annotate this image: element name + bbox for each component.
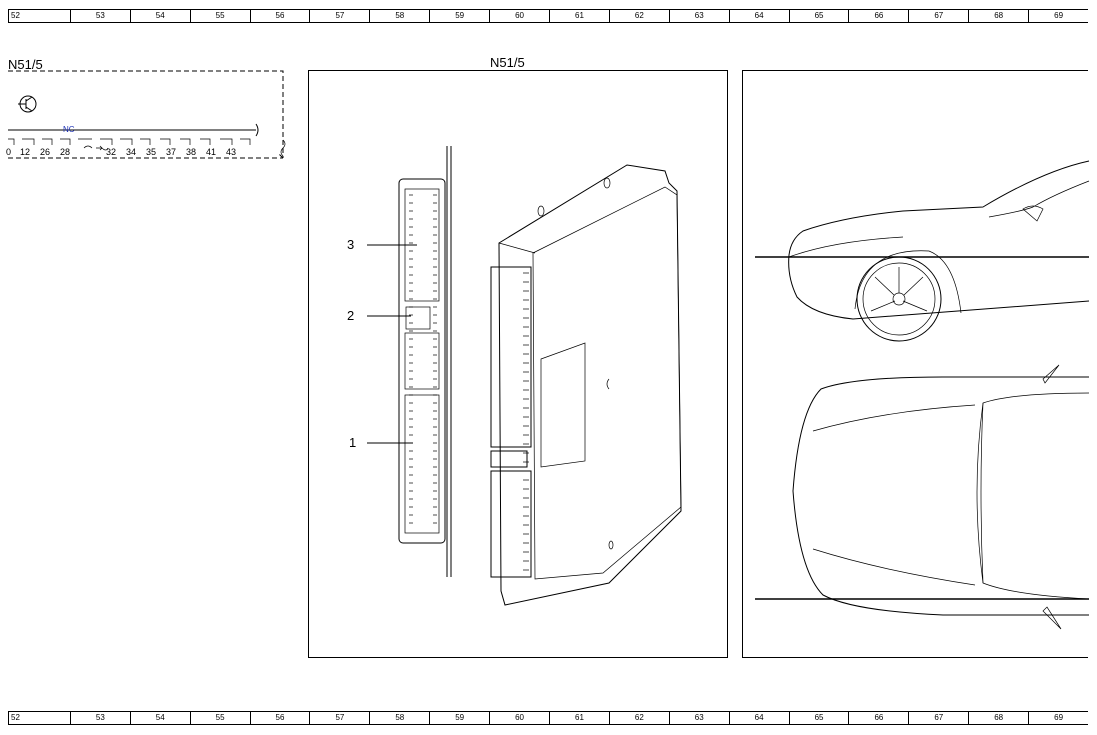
ruler-column-52: 52 <box>8 10 70 22</box>
signal-label-nc: NC <box>63 125 75 134</box>
ruler-column-65: 65 <box>788 712 849 724</box>
callout-2: 2 <box>347 308 355 323</box>
ruler-column-67: 67 <box>908 10 968 22</box>
ruler-column-66: 66 <box>848 712 908 724</box>
callout-1: 1 <box>349 435 357 450</box>
ruler-column-69: 69 <box>1028 712 1088 724</box>
ruler-column-55: 55 <box>189 712 250 724</box>
vehicle-view-panel <box>742 70 1090 658</box>
ruler-column-53: 53 <box>69 712 130 724</box>
location-view-title: N51/5 <box>490 55 525 70</box>
ruler-column-68: 68 <box>968 10 1028 22</box>
component-box-drawing <box>8 70 286 159</box>
pin-number: 28 <box>60 147 71 157</box>
ruler-column-56: 56 <box>249 10 310 22</box>
ruler-column-59: 59 <box>429 10 489 22</box>
ruler-column-54: 54 <box>129 712 190 724</box>
ruler-column-53: 53 <box>69 10 130 22</box>
pin-number: 12 <box>20 147 31 157</box>
location-view-panel: 3 2 1 <box>308 70 728 658</box>
ruler-column-57: 57 <box>309 712 369 724</box>
ruler-column-59: 59 <box>429 712 489 724</box>
pin-number: 37 <box>166 147 177 157</box>
ruler-column-62: 62 <box>608 10 669 22</box>
ruler-column-61: 61 <box>549 712 609 724</box>
callout-3: 3 <box>347 237 355 252</box>
ruler-column-54: 54 <box>129 10 190 22</box>
ruler-column-56: 56 <box>249 712 310 724</box>
pin-number: 43 <box>226 147 237 157</box>
ruler-column-64: 64 <box>728 10 789 22</box>
ruler-column-65: 65 <box>788 10 849 22</box>
pin-number: 34 <box>126 147 137 157</box>
ruler-column-63: 63 <box>668 712 729 724</box>
control-unit-drawing <box>367 146 682 606</box>
ruler-column-58: 58 <box>369 712 429 724</box>
pin-number: 38 <box>186 147 197 157</box>
vehicle-drawing <box>755 160 1090 630</box>
ruler-column-67: 67 <box>908 712 968 724</box>
pin-number: 0 <box>6 147 12 157</box>
ruler-column-62: 62 <box>608 712 669 724</box>
pin-number: 41 <box>206 147 217 157</box>
ruler-column-69: 69 <box>1028 10 1088 22</box>
ruler-column-57: 57 <box>309 10 369 22</box>
pin-number-row: 0 12 26 28 32 34 35 37 38 41 43 <box>6 147 266 159</box>
ruler-column-52: 52 <box>8 712 70 724</box>
ruler-column-60: 60 <box>489 10 549 22</box>
ruler-column-58: 58 <box>369 10 429 22</box>
pin-number: 26 <box>40 147 51 157</box>
component-title: N51/5 <box>8 57 43 72</box>
ruler-column-63: 63 <box>668 10 729 22</box>
ruler-column-68: 68 <box>968 712 1028 724</box>
pin-number: 35 <box>146 147 157 157</box>
ruler-column-64: 64 <box>728 712 789 724</box>
ruler-column-66: 66 <box>848 10 908 22</box>
ruler-column-55: 55 <box>189 10 250 22</box>
ruler-column-60: 60 <box>489 712 549 724</box>
ruler-column-61: 61 <box>549 10 609 22</box>
pin-number: 32 <box>106 147 117 157</box>
